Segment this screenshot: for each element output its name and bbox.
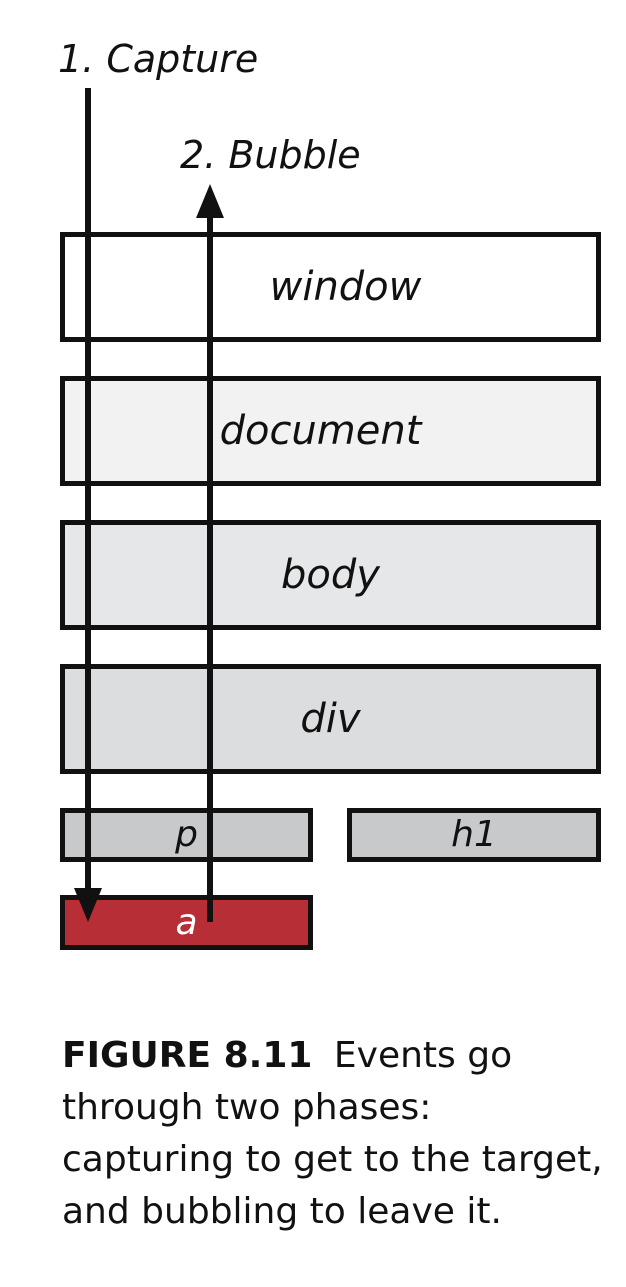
p-box: p xyxy=(60,808,313,862)
p-label: p xyxy=(175,814,198,855)
window-box: window xyxy=(60,232,601,342)
document-label: document xyxy=(219,408,422,454)
window-label: window xyxy=(269,264,422,310)
capture-arrow xyxy=(74,88,102,922)
a-label: a xyxy=(175,901,198,943)
figure-caption: FIGURE 8.11 Events go through two phases… xyxy=(62,1030,607,1238)
div-box: div xyxy=(60,664,601,774)
h1-box: h1 xyxy=(347,808,601,862)
body-box: body xyxy=(60,520,601,630)
h1-label: h1 xyxy=(451,814,497,855)
caption-text: Events go through two phases: capturing … xyxy=(62,1035,603,1232)
div-label: div xyxy=(300,696,361,742)
figure-id: FIGURE 8.11 xyxy=(62,1035,313,1076)
body-label: body xyxy=(281,552,380,598)
document-box: document xyxy=(60,376,601,486)
a-box: a xyxy=(60,895,313,950)
bubble-label: 2. Bubble xyxy=(180,133,361,177)
capture-label: 1. Capture xyxy=(58,37,259,81)
